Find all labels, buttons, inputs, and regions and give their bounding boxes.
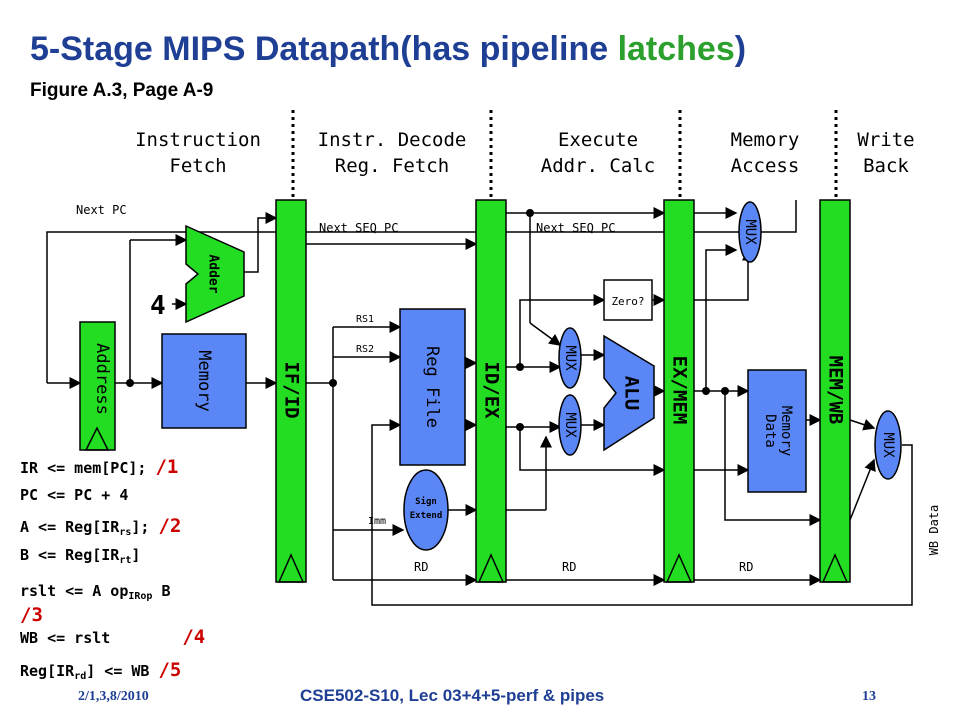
- code-line-6: WB <= rslt/4: [20, 626, 206, 648]
- mux-label-a: MUX: [562, 345, 578, 371]
- sign-extend-unit: [403, 469, 449, 551]
- page-subtitle: Figure A.3, Page A-9: [30, 80, 214, 101]
- wires: [46, 200, 913, 606]
- id-ex-label: ID/EX: [481, 361, 503, 419]
- alu-input-a-mux: [558, 327, 582, 389]
- rd-label-1: RD: [414, 560, 428, 574]
- mux-label-wb: MUX: [880, 432, 896, 458]
- instruction-memory: [161, 333, 247, 429]
- code-line-4: B <= Reg[IRrt]: [20, 546, 141, 566]
- stage-dividers: [291, 110, 838, 200]
- mem-wb-clock-triangle: [821, 553, 849, 583]
- mux-label-pc: MUX: [742, 219, 758, 245]
- id-ex-clock-triangle: [477, 553, 505, 583]
- junction-dots: [126, 209, 729, 431]
- address-label: Address: [92, 343, 112, 415]
- pc-select-mux: [738, 201, 762, 263]
- alu-label: ALU: [621, 376, 643, 410]
- code-line-3: A <= Reg[IRrs]; /2: [20, 515, 182, 538]
- instruction-memory-label: Memory: [194, 350, 214, 411]
- wb-data-label: WB Data: [927, 505, 941, 556]
- imm-label: Imm: [368, 516, 386, 527]
- rs2-label: RS2: [356, 344, 374, 355]
- adder: [185, 224, 245, 324]
- title-main: 5-Stage MIPS Datapath(has pipeline: [30, 30, 618, 68]
- rd-label-3: RD: [739, 560, 753, 574]
- writeback-mux: [874, 410, 902, 480]
- data-memory-label-2: Memory: [778, 406, 794, 457]
- code-line-2: PC <= PC + 4: [20, 486, 129, 504]
- next-seq-pc-label-2: Next SEQ PC: [536, 221, 615, 235]
- page-title: 5-Stage MIPS Datapath(has pipeline latch…: [30, 30, 746, 69]
- data-memory-label-1: Data: [762, 414, 778, 448]
- extend-label: Extend: [410, 511, 443, 521]
- alu-input-b-mux: [558, 394, 582, 456]
- rs1-label: RS1: [356, 314, 374, 325]
- footer-page-number: 13: [862, 689, 876, 704]
- footer-course: CSE502-S10, Lec 03+4+5-perf & pipes: [300, 686, 605, 705]
- footer-date: 2/1,3,8/2010: [78, 689, 149, 704]
- ex-mem-clock-triangle: [665, 553, 693, 583]
- if-id-label: IF/ID: [281, 361, 303, 418]
- ex-mem-latch: [663, 199, 695, 583]
- rd-label-2: RD: [562, 560, 576, 574]
- mem-wb-label: MEM/WB: [825, 356, 847, 425]
- ex-mem-label: EX/MEM: [669, 356, 691, 425]
- if-id-clock-triangle: [277, 553, 305, 583]
- if-id-latch: [275, 199, 307, 583]
- code-line-1: IR <= mem[PC]; /1: [20, 456, 179, 478]
- address-clock-triangle: [84, 426, 110, 451]
- next-seq-pc-label-1: Next SEQ PC: [319, 221, 398, 235]
- mem-wb-latch: [819, 199, 851, 583]
- data-memory: [747, 369, 807, 493]
- constant-four: 4: [150, 291, 166, 321]
- title-tail: ): [734, 30, 747, 68]
- adder-label: Adder: [206, 254, 221, 293]
- register-file-label: Reg File: [422, 346, 442, 428]
- code-line-5-marker: /3: [20, 604, 43, 626]
- sign-label: Sign: [415, 496, 437, 507]
- zero-label: Zero?: [611, 295, 644, 308]
- zero-test: [603, 279, 653, 321]
- next-pc-label: Next PC: [76, 203, 127, 217]
- mux-label-b: MUX: [562, 412, 578, 438]
- register-file: [399, 308, 466, 466]
- code-line-7: Reg[IRrd] <= WB /5: [20, 659, 182, 682]
- alu: [603, 334, 655, 452]
- title-highlight: latches: [617, 30, 735, 68]
- code-line-5: rslt <= A opIRop B: [20, 582, 171, 602]
- id-ex-latch: [475, 199, 507, 583]
